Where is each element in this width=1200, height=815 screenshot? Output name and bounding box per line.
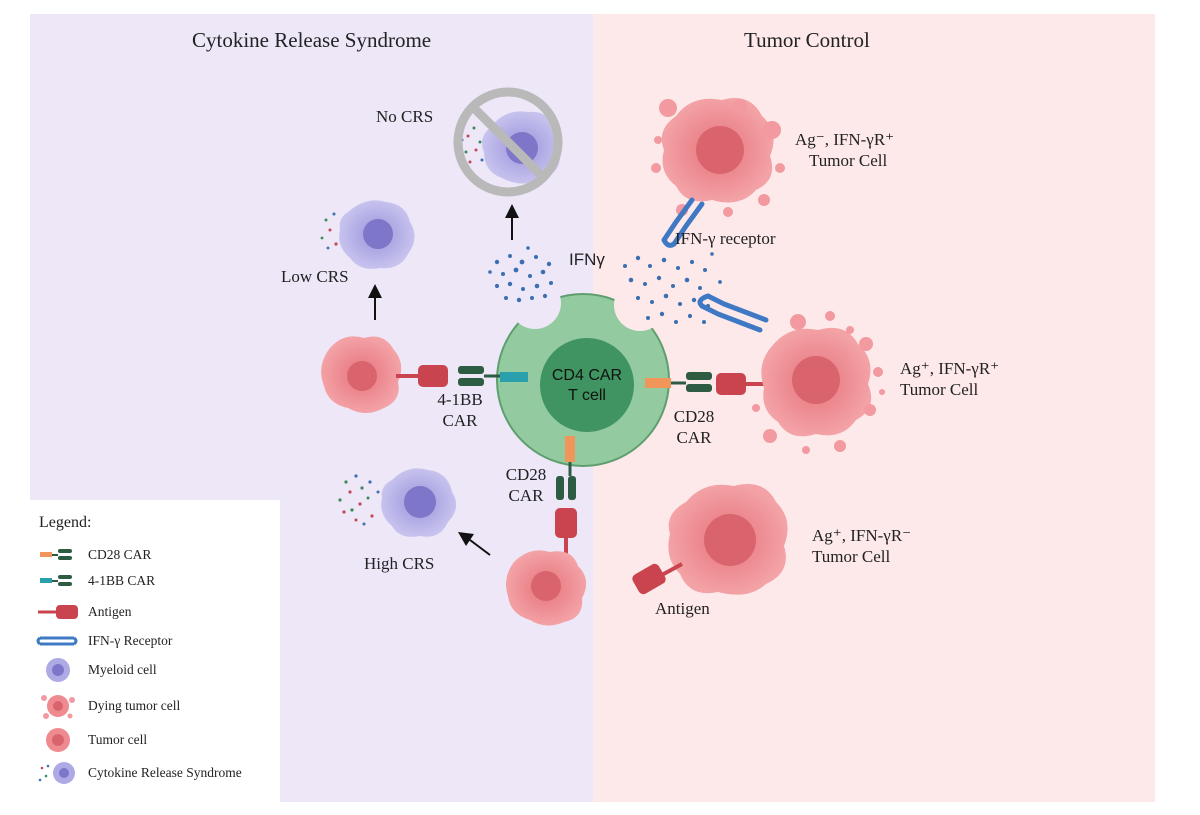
arrow-to-high-crs — [458, 532, 491, 556]
tumor-mid-label-line1: Ag⁺, IFN-γR⁺ — [900, 359, 1000, 378]
cd28-car-right-label-line2: CAR — [676, 428, 712, 447]
legend-item-dying-tumor-cell: Dying tumor cell — [88, 698, 181, 713]
bottom-tumor-cell — [506, 550, 587, 626]
dying-tumor-cell-icon — [41, 695, 75, 719]
legend-item-41bb-car: 4-1BB CAR — [88, 573, 156, 588]
crs-icon — [38, 762, 75, 784]
41bb-car-label: 4-1BB CAR — [430, 389, 490, 431]
cytokine-cloud-left — [488, 246, 553, 303]
cd28-car-bottom-label-line2: CAR — [508, 486, 544, 505]
41bb-car-icon — [40, 575, 72, 586]
low-crs-myeloid-cell — [320, 200, 415, 269]
legend-panel: Legend: CD28 CAR 4-1BB CAR Antigen IFN-γ… — [30, 500, 280, 805]
car-t-cell-label-line1: CD4 CAR — [551, 367, 623, 384]
legend-title: Legend: — [39, 514, 92, 531]
cytokine-cloud-right — [623, 252, 722, 324]
legend-item-crs: Cytokine Release Syndrome — [88, 765, 242, 780]
ifng-receptor-middle — [697, 293, 769, 333]
cd28-car-bottom-label-line1: CD28 — [505, 465, 547, 484]
arrow-up-no-crs — [505, 204, 519, 240]
tumor-cell-bottom-right — [668, 484, 788, 595]
tumor-top-label-line1: Ag⁻, IFN-γR⁺ — [795, 130, 895, 149]
antigen-left — [396, 365, 448, 387]
tumor-top-label: Ag⁻, IFN-γR⁺ Tumor Cell — [795, 129, 894, 171]
legend-icons — [36, 549, 78, 784]
tumor-mid-label-line2: Tumor Cell — [900, 380, 979, 399]
cd28-car-bottom-label: CD28 CAR — [496, 464, 556, 506]
antigen-bottom-right — [632, 562, 683, 595]
tumor-bottom-label-line2: Tumor Cell — [812, 547, 891, 566]
legend-item-tumor-cell: Tumor cell — [88, 732, 148, 747]
bottom-cd28-car — [556, 436, 576, 500]
tumor-top-label-line2: Tumor Cell — [809, 151, 888, 170]
ifng-receptor-icon — [36, 636, 78, 646]
car-t-cell-nucleus — [540, 338, 634, 432]
ifng-label: IFNγ — [569, 250, 605, 269]
car-t-cell-label: CD4 CAR T cell — [542, 366, 632, 406]
antigen-icon — [38, 605, 78, 619]
right-cd28-car — [645, 372, 712, 392]
no-crs-myeloid-cell — [460, 111, 562, 184]
prohibition-icon — [453, 87, 563, 197]
cd28-car-right-label-line1: CD28 — [673, 407, 715, 426]
arrow-up-low-crs — [368, 284, 382, 320]
no-crs-label: No CRS — [376, 107, 434, 126]
legend-item-cd28-car: CD28 CAR — [88, 547, 152, 562]
ifng-receptor-top — [661, 197, 705, 248]
tumor-control-panel-title: Tumor Control — [744, 28, 870, 52]
left-tumor-cell — [321, 336, 402, 413]
ifng-receptor-label: IFN-γ receptor — [675, 229, 776, 248]
legend-item-antigen: Antigen — [88, 604, 132, 619]
41bb-car-label-line2: CAR — [442, 411, 478, 430]
tumor-cell-icon — [46, 728, 70, 752]
myeloid-cell-icon — [46, 658, 70, 682]
dying-tumor-cell-middle — [752, 311, 885, 454]
tumor-bottom-label: Ag⁺, IFN-γR⁻ Tumor Cell — [812, 525, 911, 567]
tumor-bottom-label-line1: Ag⁺, IFN-γR⁻ — [812, 526, 912, 545]
dying-tumor-cell-top — [651, 98, 785, 217]
high-crs-label: High CRS — [364, 554, 435, 573]
tumor-mid-label: Ag⁺, IFN-γR⁺ Tumor Cell — [900, 358, 999, 400]
41bb-car-left — [458, 366, 528, 386]
car-t-cell-label-line2: T cell — [568, 387, 606, 404]
legend-item-ifng-receptor: IFN-γ Receptor — [88, 633, 173, 648]
antigen-label: Antigen — [655, 599, 710, 618]
cd28-car-right-label: CD28 CAR — [664, 406, 724, 448]
crs-panel-title: Cytokine Release Syndrome — [192, 28, 432, 52]
high-crs-myeloid-cell — [338, 468, 457, 537]
low-crs-label: Low CRS — [281, 267, 349, 286]
41bb-car-label-line1: 4-1BB — [437, 390, 483, 409]
cd28-car-icon — [40, 549, 72, 560]
legend-item-myeloid-cell: Myeloid cell — [88, 662, 157, 677]
